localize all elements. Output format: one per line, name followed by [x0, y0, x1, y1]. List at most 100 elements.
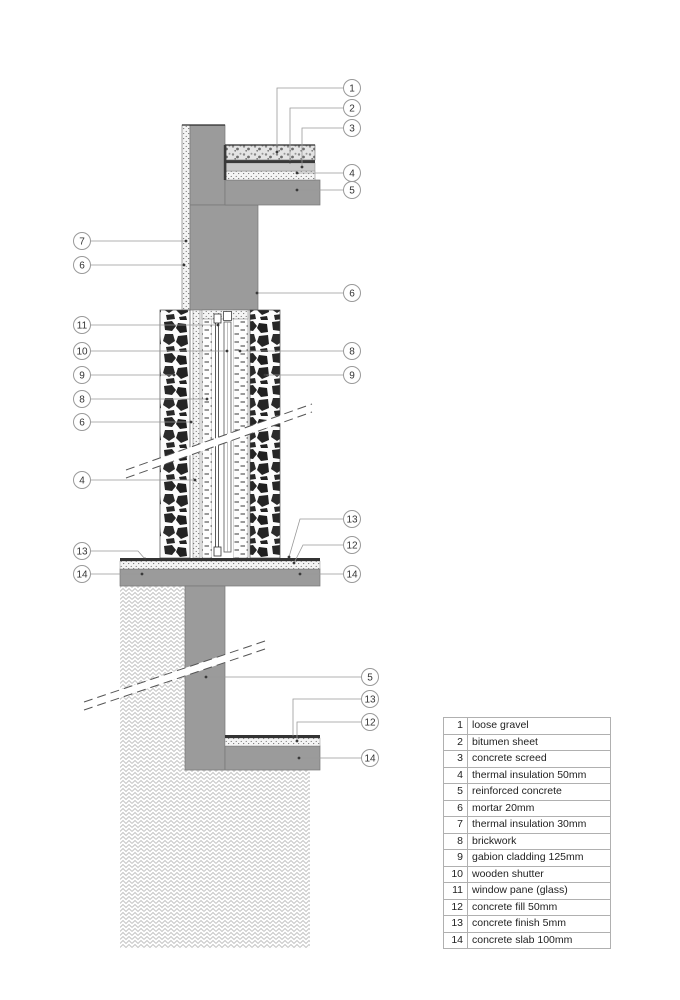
callout-bubble	[73, 565, 91, 583]
callout-10: 10	[73, 342, 229, 360]
callout-bubble	[343, 181, 361, 199]
callout-12: 12	[292, 536, 361, 565]
window-frame-top	[213, 313, 222, 324]
callout-number: 10	[76, 346, 88, 357]
callout-number: 13	[364, 694, 376, 705]
callout-8: 8	[73, 390, 209, 408]
callout-number: 2	[349, 103, 355, 114]
upper-wall	[189, 204, 259, 311]
callout-bubble	[361, 713, 379, 731]
leader-dot	[287, 555, 291, 559]
callout-leader	[91, 550, 146, 560]
leader-dot	[204, 675, 208, 679]
leader-dot	[298, 572, 302, 576]
callout-number: 14	[346, 569, 358, 580]
leader-dot	[238, 349, 242, 353]
leader-dot	[216, 323, 220, 327]
leader-dot	[182, 263, 186, 267]
legend-label: brickwork	[467, 832, 611, 850]
break-band	[126, 404, 312, 478]
leader-dot	[291, 735, 295, 739]
break-line	[125, 411, 313, 479]
callout-14: 14	[297, 749, 379, 767]
wall-insulation-layer	[192, 309, 201, 559]
callout-bubble	[73, 232, 91, 250]
callout-14: 14	[298, 565, 361, 583]
roof-gravel-layer	[224, 144, 316, 161]
legend-num: 7	[443, 816, 468, 834]
callout-leader	[276, 87, 343, 152]
callout-4: 4	[73, 471, 197, 489]
callout-bubble	[73, 342, 91, 360]
callout-number: 7	[79, 236, 85, 247]
callout-bubble	[73, 366, 91, 384]
callout-13: 13	[291, 690, 379, 739]
leader-dot	[292, 561, 296, 565]
callout-leader	[301, 127, 343, 167]
base-finish-layer	[225, 735, 320, 738]
callout-leader	[288, 518, 343, 558]
leader-dot	[295, 739, 299, 743]
callout-bubble	[343, 99, 361, 117]
callout-number: 6	[79, 260, 85, 271]
leader-dot	[193, 478, 197, 482]
leader-dot	[263, 373, 267, 377]
legend-label: window pane (glass)	[467, 882, 611, 900]
break-upper	[125, 403, 313, 479]
callout-leader	[293, 544, 343, 564]
callout-9: 9	[263, 366, 361, 384]
legend-num: 10	[443, 865, 468, 883]
callout-13: 13	[73, 542, 147, 561]
callout-number: 4	[79, 475, 85, 486]
leader-dot	[275, 150, 279, 154]
legend-label: concrete slab 100mm	[467, 931, 611, 949]
callout-number: 9	[79, 370, 85, 381]
foundation-wall	[184, 585, 226, 771]
legend-label: thermal insulation 50mm	[467, 766, 611, 784]
callout-number: 1	[349, 83, 355, 94]
callout-number: 13	[346, 514, 358, 525]
leader-dot	[297, 756, 301, 760]
soil-hatch-left	[120, 586, 185, 948]
callout-leader	[292, 698, 361, 737]
parapet-insulation-strip	[181, 124, 191, 311]
legend-label: thermal insulation 30mm	[467, 816, 611, 834]
callout-13: 13	[287, 510, 361, 559]
callout-number: 11	[77, 320, 88, 331]
callout-bubble	[73, 542, 91, 560]
callout-4: 4	[295, 164, 361, 182]
break-line	[83, 639, 269, 703]
legend-num: 13	[443, 915, 468, 933]
leader-dot	[300, 165, 304, 169]
legend-label: loose gravel	[467, 717, 611, 735]
legend-label: concrete screed	[467, 750, 611, 768]
callout-number: 14	[76, 569, 88, 580]
leader-dot	[184, 239, 188, 243]
legend-num: 1	[443, 717, 468, 735]
floor-slab	[119, 568, 321, 587]
legend-label: concrete finish 5mm	[467, 915, 611, 933]
leader-dot	[295, 188, 299, 192]
legend-label: gabion cladding 125mm	[467, 849, 611, 867]
leader-dot	[140, 572, 144, 576]
callout-number: 8	[79, 394, 85, 405]
leader-dot	[255, 291, 259, 295]
floor-fill-layer	[119, 560, 321, 570]
window-frame-bottom	[213, 546, 222, 557]
legend-label: wooden shutter	[467, 865, 611, 883]
legend-label: reinforced concrete	[467, 783, 611, 801]
callout-14: 14	[73, 565, 144, 583]
